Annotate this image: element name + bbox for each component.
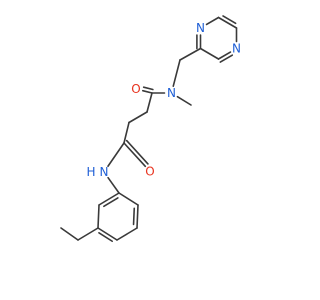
bond-c_carb1-c_a xyxy=(146,92,153,113)
bond-et_c1-et_c2 xyxy=(60,227,79,241)
bond-ph_c3-et_c1 xyxy=(77,227,99,241)
bond-c_carb2-n_amide2 xyxy=(107,142,125,168)
bond-c_carb2-o2-double xyxy=(125,139,149,165)
bond-pz_n2-pz_c4-double xyxy=(219,54,234,63)
atom-label-n_amide1: N xyxy=(167,86,176,100)
bond-ph_c5-ph_c6 xyxy=(136,204,139,229)
bond-c_carb1-o1-double xyxy=(142,86,154,91)
bond-c_a-c_b xyxy=(128,111,148,124)
bond-ph_c1-ph_c2 xyxy=(98,192,120,206)
bond-c_carb1-o1 xyxy=(141,89,153,94)
bond-c_carb2-o2 xyxy=(123,142,147,168)
bond-pz_c4-pz_c1 xyxy=(199,47,220,60)
bond-ph_c6-ph_c1 xyxy=(118,192,139,206)
atom-label-o2: O xyxy=(145,165,154,179)
atom-label-pz_n2: N xyxy=(232,42,241,56)
bond-n_amide2-ph_c1 xyxy=(107,176,120,194)
bond-layer xyxy=(60,15,238,243)
atom-label-pz_n1: N xyxy=(196,21,205,35)
bond-ph_c3-ph_c4-double xyxy=(98,232,114,243)
bond-pz_n1-pz_c2 xyxy=(205,16,220,26)
bond-ph_c2-ph_c3 xyxy=(97,204,100,229)
bond-c_b-c_carb2 xyxy=(123,121,130,144)
bond-pz_c2-pz_c3 xyxy=(217,16,238,29)
atom-label-n_amide2: N xyxy=(100,165,109,179)
atom-label-o1: O xyxy=(131,82,140,96)
bond-ph_c1-ph_c2-double xyxy=(103,197,119,208)
bond-n_amide1-me xyxy=(176,95,192,106)
bond-pz_c1-ch2 xyxy=(179,47,202,61)
bond-ph_c5-ph_c6-double xyxy=(132,207,136,226)
bond-ph_c3-ph_c4 xyxy=(97,227,118,241)
bond-ph_c4-ph_c5 xyxy=(116,227,138,241)
bond-pz_n2-pz_c4 xyxy=(217,51,232,60)
atom-hydrogen-label-n_amide2: H xyxy=(86,165,95,179)
bond-pz_c2-pz_c3-double xyxy=(222,15,237,25)
bond-ch2-n_amide1 xyxy=(172,59,181,88)
